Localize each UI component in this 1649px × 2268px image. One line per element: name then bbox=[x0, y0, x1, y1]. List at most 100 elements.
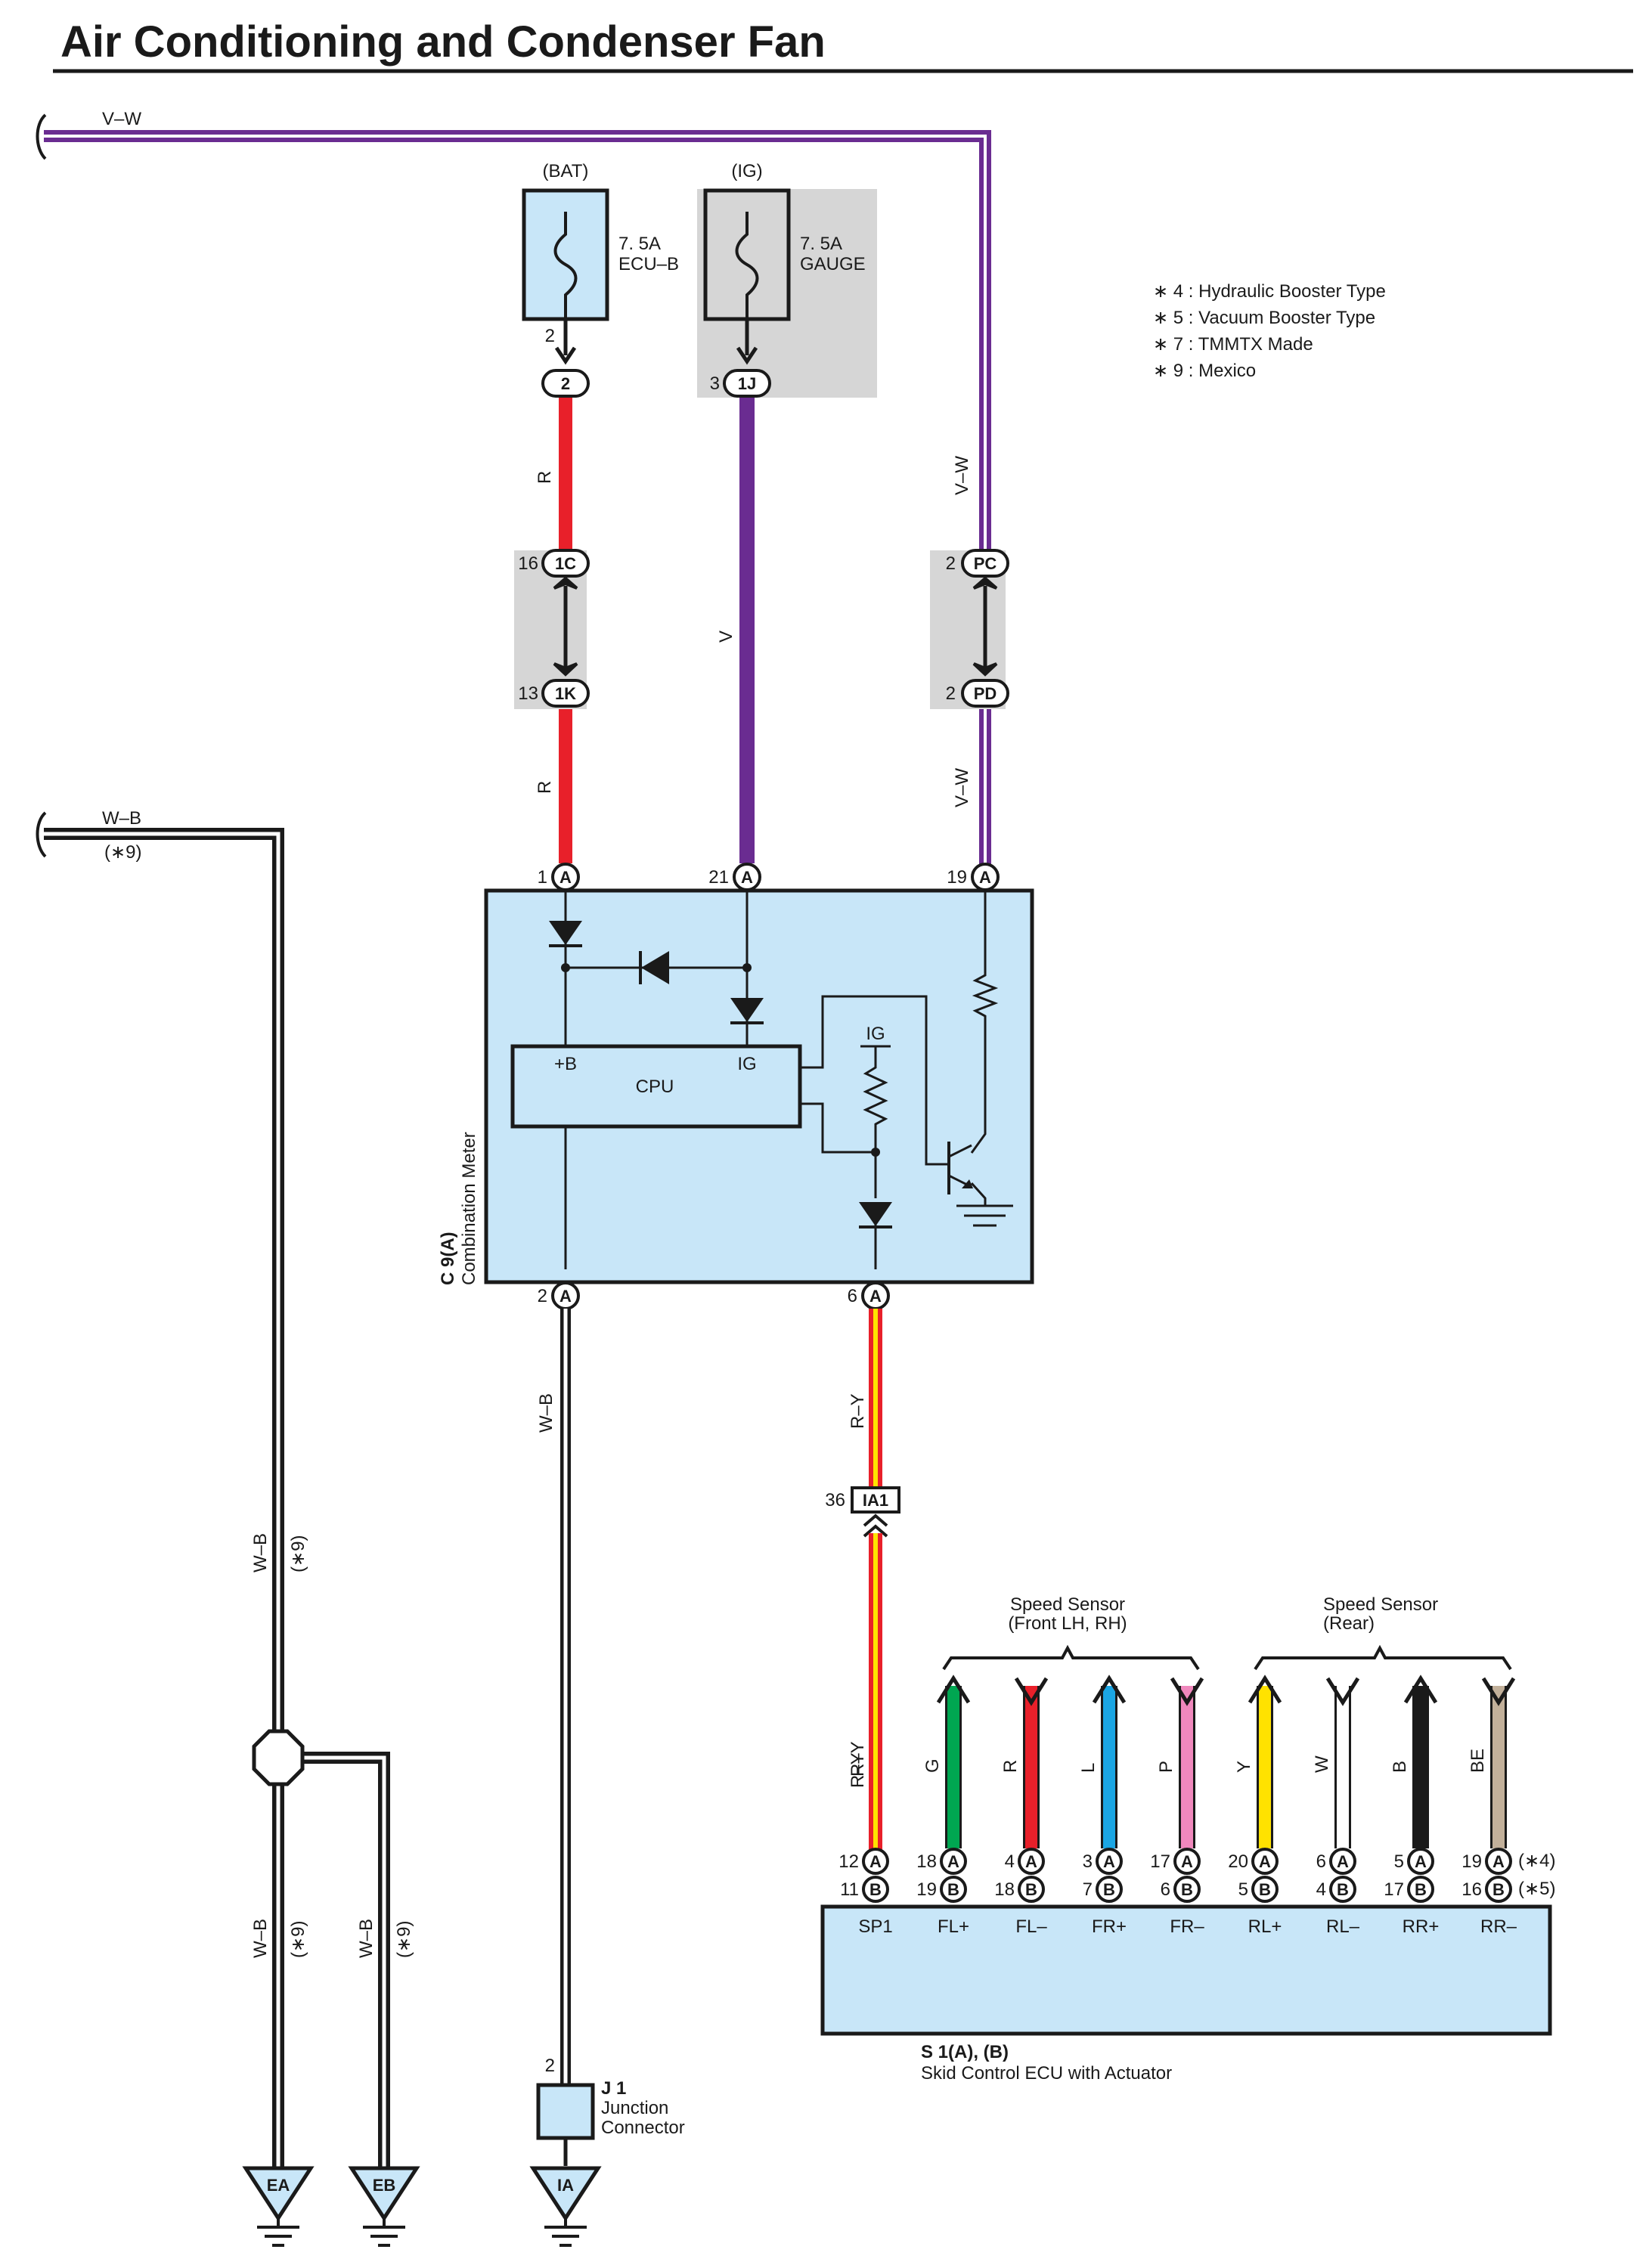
ground-ea-label: EA bbox=[267, 2176, 290, 2195]
ground-ia: IA bbox=[529, 2166, 602, 2247]
ecu-pin-b-letter-2: B bbox=[1025, 1880, 1037, 1899]
meter-pin-21-letter: A bbox=[741, 868, 753, 887]
ecu-pin-b-0 bbox=[862, 1876, 889, 1903]
ecu-pin-a-letter-0: A bbox=[869, 1852, 882, 1871]
fuse-gauge: (IG) 7. 5A GAUGE 3 1J bbox=[697, 161, 877, 398]
ecu-terminal-label-8: RR– bbox=[1480, 1916, 1517, 1937]
junction-1k-pin: 13 bbox=[518, 683, 538, 704]
j1-code: J 1 bbox=[601, 2078, 626, 2099]
meter-pin-1-num: 1 bbox=[538, 867, 547, 888]
wire-label-w-b-meter: W–B bbox=[536, 1393, 556, 1433]
ecu-pin-b-num-4: 6 bbox=[1161, 1879, 1170, 1900]
meter-b-label: +B bbox=[554, 1054, 577, 1074]
wire-note-9-eb: (∗9) bbox=[394, 1921, 414, 1958]
fuse-ecu-b: (BAT) 7. 5A ECU–B 2 2 bbox=[522, 161, 679, 398]
sensor-wire-label-8: BE bbox=[1468, 1749, 1488, 1773]
ecu-pin-b-letter-6: B bbox=[1337, 1880, 1349, 1899]
junction-connector-j1: 2 J 1 Junction Connector bbox=[536, 2056, 685, 2166]
sensor-arrow-up-3 bbox=[1092, 1675, 1127, 1704]
sensor-arrow-up-1 bbox=[936, 1675, 971, 1704]
combination-meter: A 1 A 21 A 19 bbox=[438, 863, 1034, 1310]
speed-sensor-front: Speed Sensor (Front LH, RH) bbox=[942, 1594, 1200, 1671]
sensor-wire-label-6: W bbox=[1312, 1755, 1332, 1773]
speed-sensor-rear-sub: (Rear) bbox=[1323, 1613, 1375, 1634]
j1-name-line2: Connector bbox=[601, 2118, 685, 2138]
ecu-pin-b-1 bbox=[940, 1876, 967, 1903]
ecu-pin-a-num-4: 17 bbox=[1150, 1851, 1170, 1872]
ecu-terminal-label-6: RL– bbox=[1326, 1916, 1360, 1937]
junction-pc-pin: 2 bbox=[946, 553, 956, 574]
wire-w-b-left: W–B (∗9) W–B (∗9) W–B (∗9) W–B (∗9) bbox=[36, 808, 414, 2192]
ecu-pin-b-letter-1: B bbox=[947, 1880, 959, 1899]
ecu-terminal-label-3: FR+ bbox=[1092, 1916, 1127, 1937]
ecu-pin-a-letter-3: A bbox=[1103, 1852, 1115, 1871]
ecu-terminal-label-0: SP1 bbox=[858, 1916, 892, 1937]
meter-pin-6-letter: A bbox=[869, 1287, 882, 1306]
wire-label-r-y-upper: R–Y bbox=[848, 1393, 868, 1429]
sp1-wire-label: R–Y bbox=[848, 1741, 868, 1777]
ecu-terminal-label-7: RR+ bbox=[1403, 1916, 1440, 1937]
speed-sensor-front-sub: (Front LH, RH) bbox=[1008, 1613, 1127, 1634]
wire-break-w-b bbox=[36, 811, 47, 858]
meter-ig-label-2: IG bbox=[866, 1024, 885, 1044]
junction-pd-pin: 2 bbox=[946, 683, 956, 704]
fuse-ig-symbol bbox=[735, 212, 759, 318]
wire-label-r-upper: R bbox=[535, 471, 555, 484]
ecu-pin-a-5 bbox=[1251, 1848, 1279, 1875]
meter-pin-21-num: 21 bbox=[708, 867, 729, 888]
ground-eb: EB bbox=[348, 2166, 420, 2247]
sensor-arrow-down-4 bbox=[1170, 1677, 1204, 1706]
ecu-terminal-label-4: FR– bbox=[1170, 1916, 1204, 1937]
splice-point bbox=[252, 1729, 305, 1786]
wire-v: V bbox=[716, 398, 755, 863]
ecu-pin-b-num-7: 17 bbox=[1384, 1879, 1404, 1900]
ecu-pin-b-num-8: 16 bbox=[1461, 1879, 1482, 1900]
meter-pin-19-num: 19 bbox=[947, 867, 967, 888]
wire-break-v-w bbox=[36, 113, 47, 160]
fuse-bat-name: ECU–B bbox=[618, 254, 679, 274]
junction-1c-1k: 1C 16 1K 13 bbox=[514, 549, 590, 709]
ecu-pin-a-letter-2: A bbox=[1025, 1852, 1037, 1871]
ecu-pin-b-letter-4: B bbox=[1181, 1880, 1193, 1899]
ecu-pin-b-num-1: 19 bbox=[916, 1879, 937, 1900]
ecu-code: S 1(A), (B) bbox=[921, 2042, 1009, 2062]
fuse-bat-connector: 2 bbox=[561, 374, 570, 393]
speed-sensor-front-title: Speed Sensor bbox=[1010, 1594, 1125, 1615]
fuse-ig-rating: 7. 5A bbox=[800, 234, 842, 254]
ecu-pin-a-8 bbox=[1485, 1848, 1512, 1875]
wire-label-v-w-upper: V–W bbox=[952, 456, 972, 495]
note-4: ∗ 4 : Hydraulic Booster Type bbox=[1153, 281, 1386, 302]
meter-pin-2-num: 2 bbox=[538, 1286, 547, 1306]
ecu-pin-a-letter-5: A bbox=[1259, 1852, 1271, 1871]
junction-1k-code: 1K bbox=[555, 684, 576, 703]
ecu-pin-a-letter-6: A bbox=[1337, 1852, 1349, 1871]
ground-eb-label: EB bbox=[373, 2176, 396, 2195]
ecu-pin-a-2 bbox=[1018, 1848, 1045, 1875]
ecu-pin-a-num-7: 5 bbox=[1394, 1851, 1404, 1872]
ecu-pin-a-7 bbox=[1407, 1848, 1434, 1875]
ecu-pin-b-num-5: 5 bbox=[1238, 1879, 1248, 1900]
ecu-pin-b-6 bbox=[1329, 1876, 1356, 1903]
j1-pin: 2 bbox=[545, 2056, 555, 2076]
ecu-note-5: (∗5) bbox=[1518, 1879, 1555, 1899]
fuse-ig-connector: 1J bbox=[738, 374, 756, 393]
ecu-pin-b-2 bbox=[1018, 1876, 1045, 1903]
wire-label-v-w-lower: V–W bbox=[952, 768, 972, 807]
ecu-pin-b-num-0: 11 bbox=[840, 1879, 859, 1900]
junction-pc-code: PC bbox=[974, 554, 997, 573]
junction-ia1-code: IA1 bbox=[863, 1491, 888, 1510]
wire-note-9-top: (∗9) bbox=[104, 842, 141, 863]
wire-label-w-b-mid: W–B bbox=[250, 1533, 271, 1572]
ecu-terminals: A12B11SP1A18B19FL+A4B18FL–A3B7FR+A17B6FR… bbox=[838, 1848, 1517, 1937]
ecu-pin-b-letter-7: B bbox=[1415, 1880, 1427, 1899]
meter-name: Combination Meter bbox=[459, 1132, 479, 1285]
wire-label-v: V bbox=[716, 631, 736, 643]
ecu-pin-b-8 bbox=[1485, 1876, 1512, 1903]
meter-pin-1-letter: A bbox=[559, 868, 572, 887]
ground-ea: EA bbox=[242, 2166, 315, 2247]
wire-w-b-meter: W–B bbox=[536, 1309, 571, 2093]
ecu-pin-b-letter-3: B bbox=[1103, 1880, 1115, 1899]
ecu-pin-a-num-5: 20 bbox=[1228, 1851, 1248, 1872]
